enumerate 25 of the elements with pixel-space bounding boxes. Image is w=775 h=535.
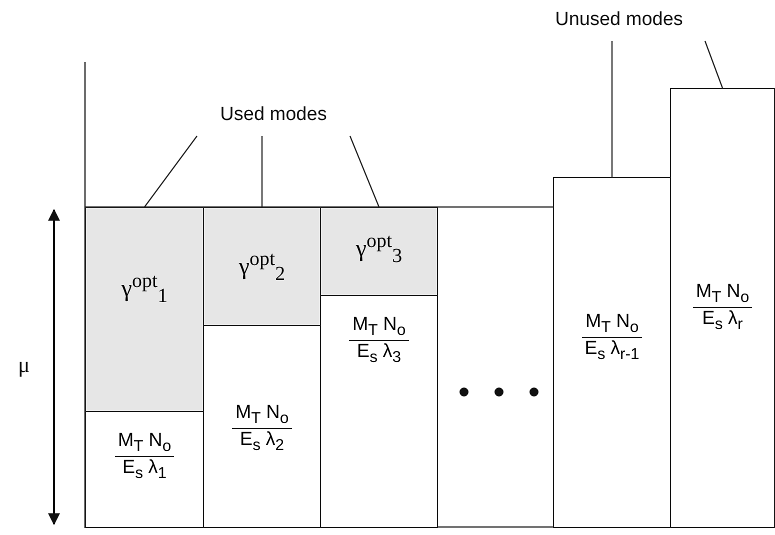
fraction-denominator: E$_{s}$ λ$_{3}$ bbox=[356, 340, 402, 367]
fraction-numerator: M$_{T}$ N$_{o}$ bbox=[349, 314, 409, 341]
fraction-numerator: M$_{T}$ N$_{o}$ bbox=[114, 430, 174, 457]
fraction-denominator: E$_{s}$ λ$_{r-1}$ bbox=[584, 338, 640, 364]
fraction-numerator: M$_{T}$ N$_{o}$ bbox=[232, 402, 292, 429]
power-bar bbox=[320, 207, 438, 296]
power-bar bbox=[203, 207, 321, 326]
leader-line bbox=[349, 136, 380, 208]
leader-line bbox=[611, 41, 613, 177]
noise-level-bar bbox=[553, 177, 671, 528]
fraction-denominator: E$_{s}$ λ$_{2}$ bbox=[238, 428, 286, 455]
fraction-denominator: E$_{s}$ λ$_{r}$ bbox=[701, 308, 744, 334]
fraction-numerator: M$_{T}$ N$_{o}$ bbox=[582, 311, 642, 338]
noise-level-bar bbox=[85, 411, 204, 528]
callout-label: Used modes bbox=[220, 104, 327, 126]
leader-line bbox=[261, 136, 263, 207]
power-bar bbox=[85, 207, 204, 412]
callout-label: Unused modes bbox=[555, 9, 683, 31]
fraction-numerator: M$_{T}$ N$_{o}$ bbox=[692, 281, 752, 308]
noise-level-bar bbox=[670, 88, 775, 528]
fraction-denominator: E$_{s}$ λ$_{1}$ bbox=[121, 456, 168, 483]
noise-level-bar bbox=[320, 295, 438, 528]
leader-line bbox=[704, 40, 724, 88]
axis-label: μ bbox=[18, 352, 30, 378]
leader-line bbox=[144, 136, 198, 208]
